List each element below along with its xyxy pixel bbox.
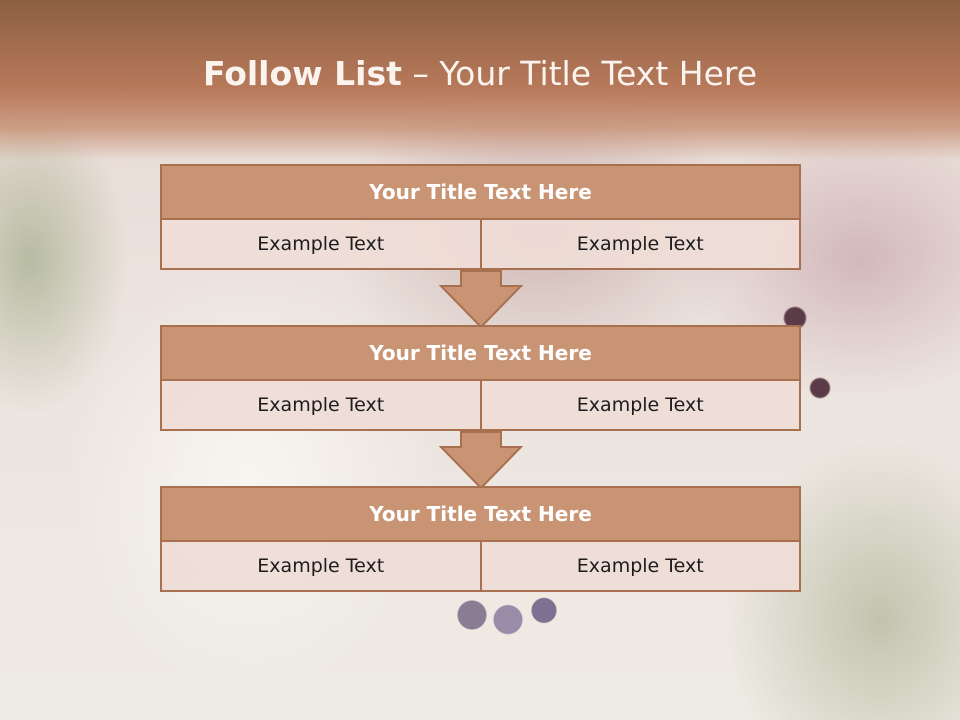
block-cell-right: Example Text xyxy=(481,220,801,270)
list-block-2: Your Title Text Here Example Text Exampl… xyxy=(160,325,801,431)
berry-cluster-small xyxy=(800,376,840,400)
block-cell-left: Example Text xyxy=(160,381,482,431)
list-block-1: Your Title Text Here Example Text Exampl… xyxy=(160,164,801,270)
down-arrow-icon xyxy=(439,270,523,328)
block-cell-left: Example Text xyxy=(160,542,482,592)
block-cell-left: Example Text xyxy=(160,220,482,270)
block-cell-right: Example Text xyxy=(481,542,801,592)
block-title: Your Title Text Here xyxy=(160,486,801,542)
block-title: Your Title Text Here xyxy=(160,325,801,381)
title-rest: – Your Title Text Here xyxy=(401,54,758,93)
berry-cluster xyxy=(448,592,568,638)
block-title: Your Title Text Here xyxy=(160,164,801,220)
slide-title: Follow List – Your Title Text Here xyxy=(0,54,960,93)
list-block-3: Your Title Text Here Example Text Exampl… xyxy=(160,486,801,592)
block-cell-right: Example Text xyxy=(481,381,801,431)
block-row: Example Text Example Text xyxy=(160,381,801,431)
down-arrow-icon xyxy=(439,431,523,489)
title-band xyxy=(0,0,960,160)
title-bold: Follow List xyxy=(202,54,402,93)
block-row: Example Text Example Text xyxy=(160,220,801,270)
block-row: Example Text Example Text xyxy=(160,542,801,592)
